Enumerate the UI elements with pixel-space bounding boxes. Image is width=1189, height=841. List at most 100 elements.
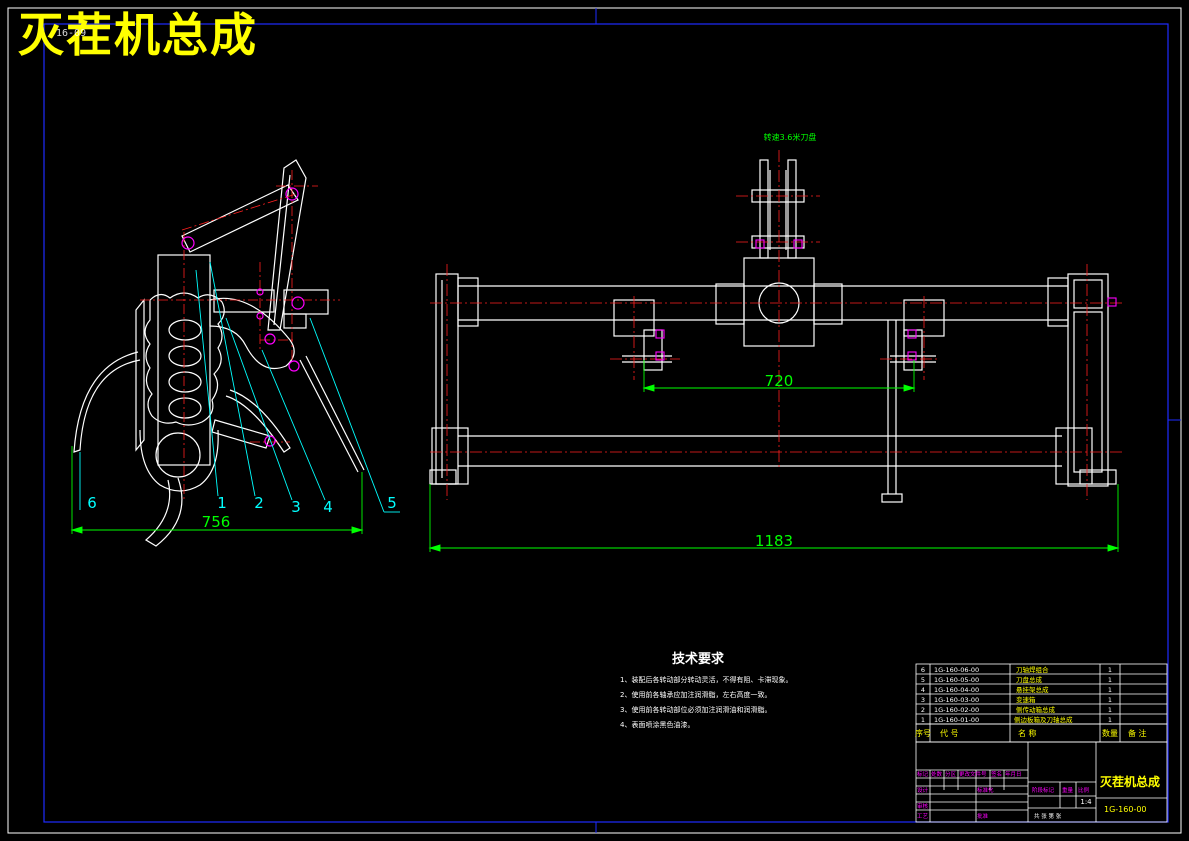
- bom-row-3-qty: 1: [1108, 696, 1112, 704]
- tb-drawing-code: 1G-160-00: [1104, 805, 1147, 814]
- pin-small-1: [256, 288, 264, 296]
- side-view-pins: [181, 187, 305, 447]
- lobe-1: [168, 319, 202, 341]
- title-block: [915, 741, 1168, 823]
- front-view: [429, 159, 1117, 503]
- side-view: [73, 159, 365, 547]
- bom-row-4-no: 4: [921, 686, 925, 694]
- bom-row-5-name: 刀盘总成: [1016, 675, 1043, 684]
- tall-lever: [267, 159, 307, 331]
- pin-right: [288, 360, 300, 372]
- right-gear-cap: [1073, 279, 1103, 309]
- side-view-centerlines: [140, 170, 340, 500]
- drawing-frame: [43, 23, 1169, 823]
- left-tine: [73, 351, 141, 453]
- dimension-1183: 1183: [755, 532, 793, 550]
- beam-collar-left: [715, 283, 745, 325]
- dim-756: [70, 446, 364, 534]
- bom-row-2-name: 侧传动箱总成: [1016, 705, 1056, 714]
- front-view-centerlines: [430, 150, 1124, 500]
- tb-role-design: 设计: [917, 786, 929, 794]
- bom-row-3-no: 3: [921, 696, 925, 704]
- bolt-tower-l: [755, 239, 765, 249]
- rotor-foot-right: [1079, 469, 1117, 485]
- pin-top-right: [285, 187, 299, 201]
- bolt-bracket-r2: [907, 351, 917, 361]
- left-end-flange: [457, 277, 479, 327]
- hitch-bracket: [213, 289, 275, 313]
- right-end-flange: [1047, 277, 1069, 327]
- tb-label-sign: 签名: [991, 770, 1002, 778]
- bom-header-name: 名 称: [1018, 728, 1037, 738]
- tb-label-change: 更改文件号: [959, 770, 987, 778]
- balloon-2: 2: [254, 494, 264, 512]
- bom-row-1-name: 侧边板箱及刀轴总成: [1014, 715, 1073, 724]
- upper-link-arm: [181, 184, 299, 253]
- bom-row-2-qty: 1: [1108, 706, 1112, 714]
- bom-row-4-name: 悬挂架总成: [1016, 685, 1049, 694]
- lobe-4: [168, 397, 202, 419]
- bom-row-5-qty: 1: [1108, 676, 1112, 684]
- tb-sheets: 共 张 第 张: [1034, 812, 1062, 820]
- balloon-leaders: [79, 261, 400, 513]
- bom-row-1-qty: 1: [1108, 716, 1112, 724]
- tech-requirement-item: 2、使用前各轴承应加注润滑脂，左右高度一致。: [620, 691, 772, 699]
- tb-label-date: 年月日: [1005, 770, 1022, 778]
- balloon-4: 4: [323, 498, 333, 516]
- balloon-5: 5: [387, 494, 397, 512]
- pin-mid: [264, 333, 276, 345]
- leader-1: [195, 269, 219, 497]
- technical-requirements: 技术要求 1、装配后各转动部分转动灵活，不得有阻、卡滞现象。 2、使用前各轴承应…: [620, 648, 910, 733]
- dim-720: [642, 360, 916, 392]
- hitch-pin-plate: [283, 313, 307, 329]
- rotor-circle: [155, 432, 201, 478]
- bom-row-5-code: 1G-160-05-00: [934, 676, 979, 684]
- pin-low: [264, 435, 276, 447]
- bom-row-6-code: 1G-160-06-00: [934, 666, 979, 674]
- tb-drawing-name: 灭茬机总成: [1099, 774, 1160, 789]
- bom-row-6-name: 刀轴焊组合: [1016, 665, 1049, 674]
- lobe-2: [168, 345, 202, 367]
- leader-5: [309, 317, 385, 513]
- tech-requirements-heading: 技术要求: [672, 652, 725, 667]
- bom-header-qty: 数量: [1102, 728, 1118, 738]
- tb-stage-label: 阶段标记: [1032, 786, 1055, 794]
- balloon-3: 3: [291, 498, 301, 516]
- support-leg: [299, 359, 359, 473]
- bom-row-3-code: 1G-160-03-00: [934, 696, 979, 704]
- side-plate: [135, 298, 145, 452]
- bom-row-1-no: 1: [921, 716, 925, 724]
- pin-top-left: [181, 236, 195, 250]
- tall-lever-inner: [273, 174, 291, 326]
- drawing-title-code: 16-09: [56, 28, 87, 39]
- bolt-bracket-r: [907, 329, 917, 339]
- bolt-gear-r: [1107, 297, 1117, 307]
- rotor-foot-left: [429, 469, 457, 485]
- bom-header-code: 代 号: [940, 728, 959, 738]
- right-gear-case: [1067, 273, 1109, 487]
- tb-label-count: 处数: [931, 770, 943, 778]
- tech-requirement-item: 4、表面喷涂黑色油漆。: [620, 721, 695, 729]
- bom-row-4-qty: 1: [1108, 686, 1112, 694]
- dimension-756: 756: [202, 513, 231, 531]
- clamp-left: [643, 329, 663, 371]
- dimension-720: 720: [765, 372, 794, 390]
- bom-row-2-no: 2: [921, 706, 925, 714]
- title-block-text: 标记 处数 分区 更改文件号 签名 年月日 设计 审核 工艺 标准化 批准 阶段…: [917, 770, 1090, 820]
- lobe-3: [168, 371, 202, 393]
- bolt-tower-r: [793, 239, 803, 249]
- bolt-bracket-l2: [655, 351, 665, 361]
- bom-header-note: 备 注: [1128, 728, 1147, 738]
- bom-header-no: 序号: [915, 728, 931, 738]
- right-tine: [225, 389, 291, 453]
- housing-lobes: [144, 292, 225, 426]
- bottom-tine: [144, 477, 183, 547]
- bom-row-1-code: 1G-160-01-00: [934, 716, 979, 724]
- tech-requirement-item: 1、装配后各转动部分转动灵活，不得有阻、卡滞现象。: [620, 676, 793, 684]
- bom-row-6-qty: 1: [1108, 666, 1112, 674]
- tb-role-process: 工艺: [917, 813, 929, 820]
- tb-role-review: 审核: [917, 802, 929, 810]
- leader-3: [225, 317, 293, 501]
- bom-rows: 6 1G-160-06-00 刀轴焊组合 1 5 1G-160-05-00 刀盘…: [915, 665, 1147, 738]
